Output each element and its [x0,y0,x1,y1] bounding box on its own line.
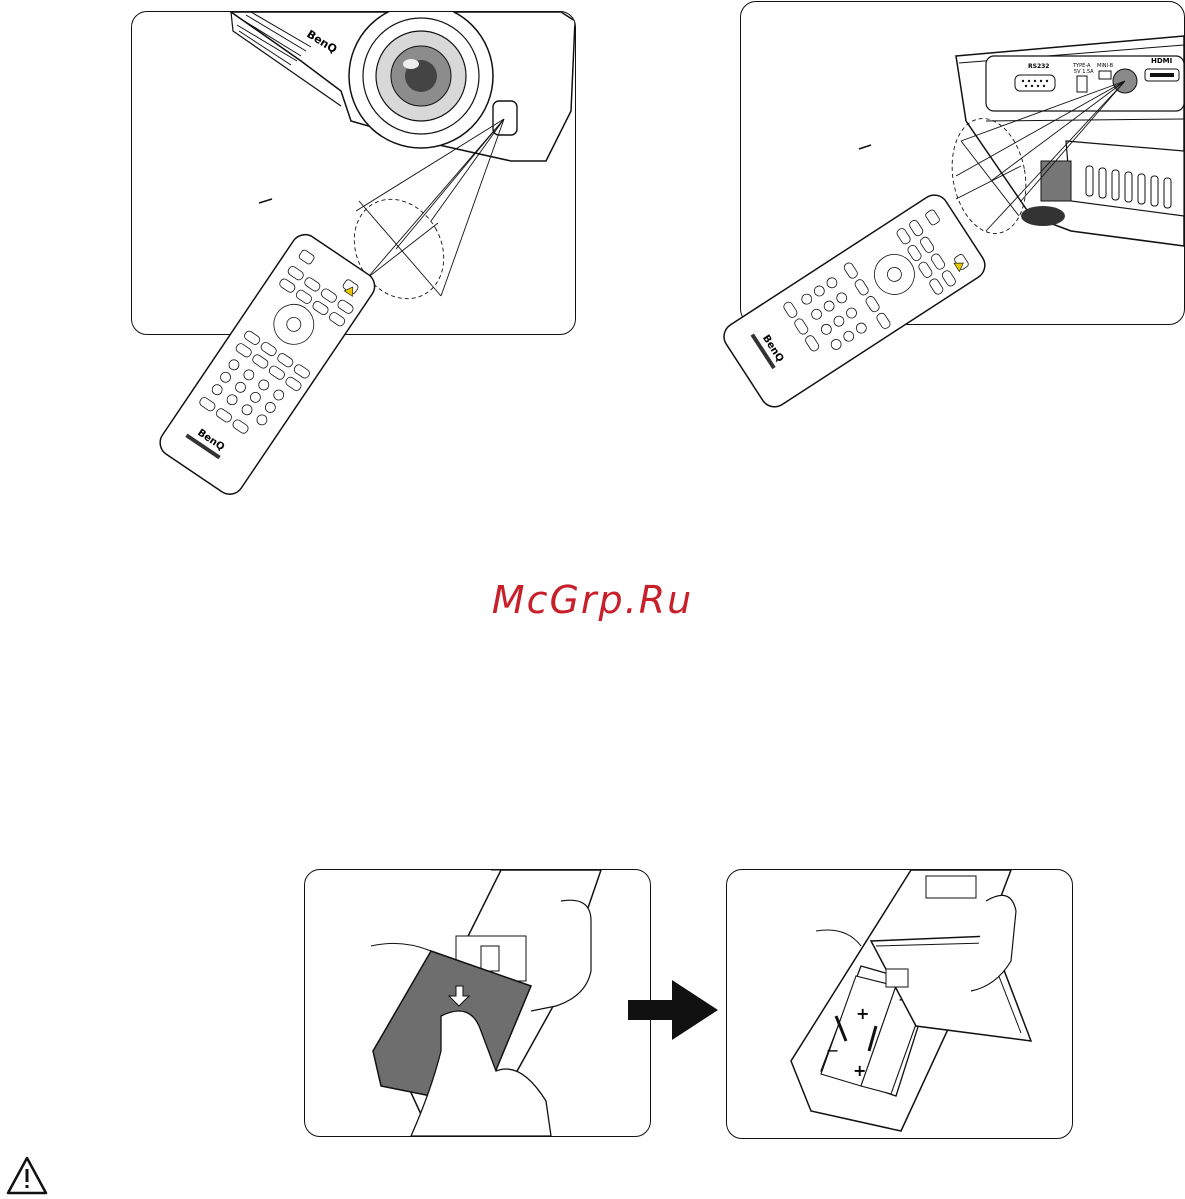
hdmi-label: HDMI [1151,57,1172,65]
watermark-text: McGrp.Ru [0,578,1185,622]
battery-minus-label: − [826,1041,839,1060]
rear-sensor-figure: RS232 TYPE-A 5V 1.5A MINI-B HDMI [740,1,1185,325]
battery-install-figure: + − − + [726,869,1073,1139]
battery-plus-label: + [853,1061,866,1080]
battery-insert-illustration: + − − + [727,870,1072,1138]
front-projector-illustration: BenQ [132,12,575,334]
rear-projector-illustration: RS232 TYPE-A 5V 1.5A MINI-B HDMI [741,2,1184,324]
remote-brand-label: BenQ [760,333,786,364]
slide-cover-illustration [305,870,650,1136]
battery-cover-slide-figure [304,869,651,1137]
mini-b-label: MINI-B [1097,63,1114,69]
front-sensor-figure: BenQ [131,11,576,335]
rs232-label: RS232 [1028,63,1049,70]
remote-brand-label: BenQ [195,427,226,453]
caution-triangle-icon [6,1155,48,1197]
type-a-power-label: 5V 1.5A [1074,69,1094,75]
battery-plus-label: + [856,1004,869,1023]
